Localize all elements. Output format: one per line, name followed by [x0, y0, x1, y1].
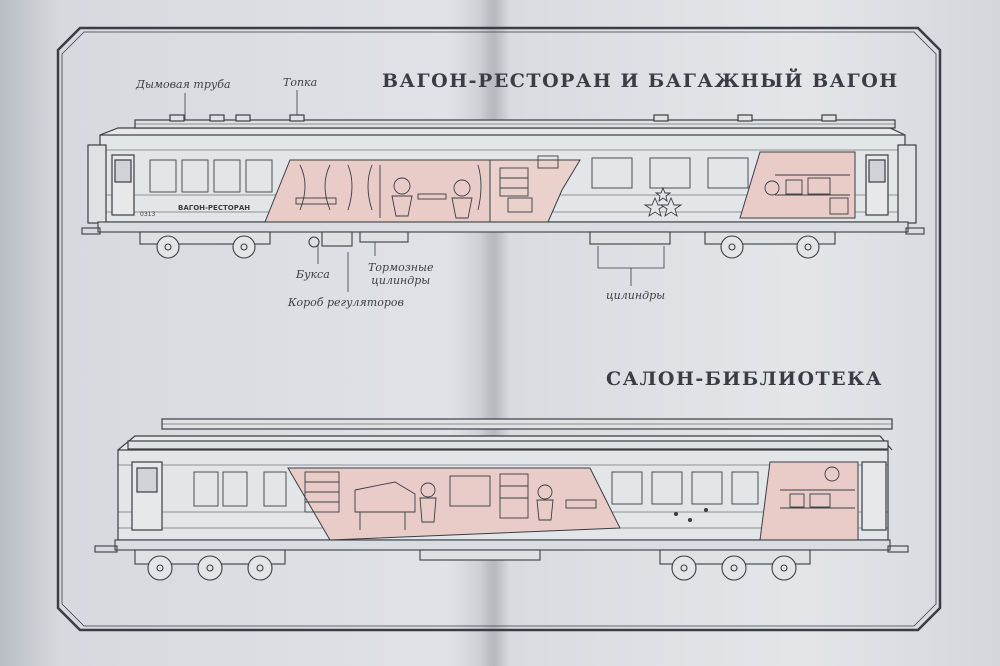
label-axlebox: Букса	[296, 268, 330, 281]
diagram-title-restaurant-car: ВАГОН-РЕСТОРАН И БАГАЖНЫЙ ВАГОН	[382, 70, 899, 92]
label-firebox: Топка	[283, 76, 318, 89]
label-regulator-box: Короб регуляторов	[288, 296, 404, 309]
label-smokestack: Дымовая труба	[136, 78, 231, 91]
car-number: 0313	[140, 211, 155, 218]
label-cylinders: цилиндры	[606, 289, 666, 302]
label-brake-cylinders: Тормозные цилиндры	[368, 261, 434, 287]
diagram-title-salon-library: САЛОН-БИБЛИОТЕКА	[606, 368, 883, 390]
car-inscription: ВАГОН-РЕСТОРАН	[178, 204, 250, 212]
